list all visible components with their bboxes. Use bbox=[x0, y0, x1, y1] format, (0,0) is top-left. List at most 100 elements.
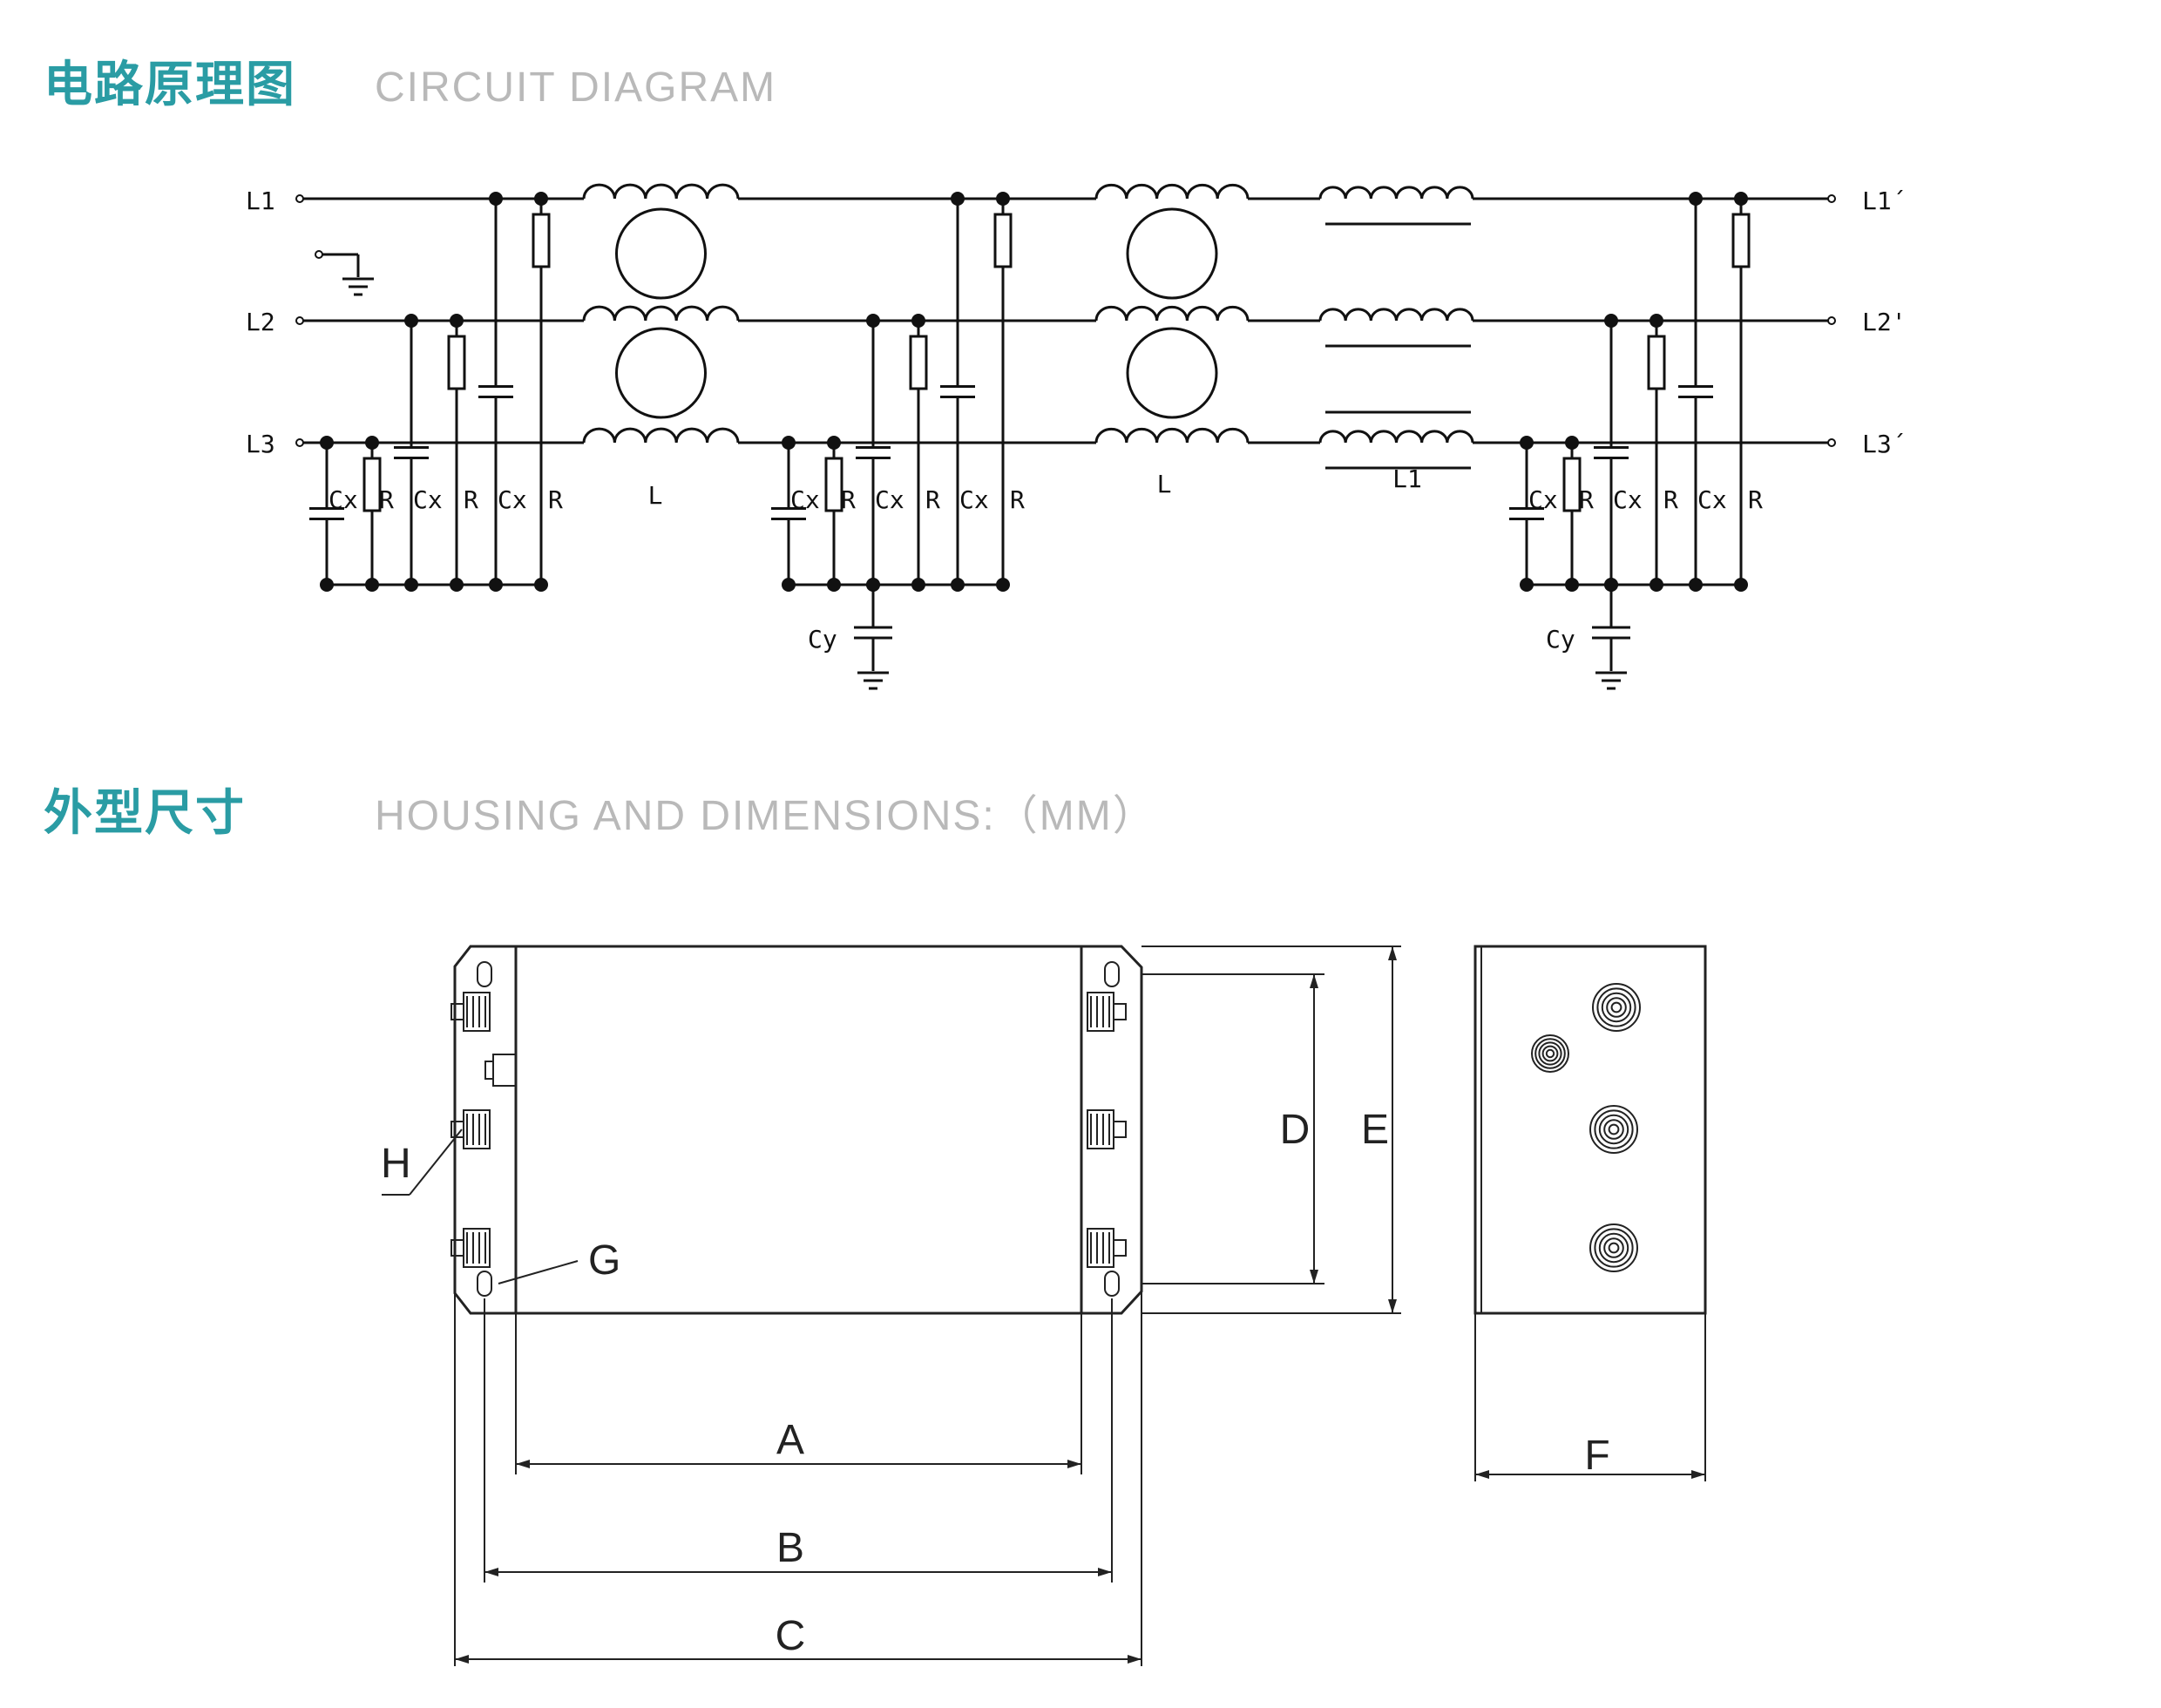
r-label: R bbox=[548, 485, 563, 514]
cx-label: Cx bbox=[329, 485, 358, 514]
dim-label-e: E bbox=[1361, 1107, 1389, 1153]
dm-inductor-winding bbox=[1318, 308, 1474, 322]
terminal-knob bbox=[1601, 992, 1632, 1023]
output-label-l1: L1´ bbox=[1862, 186, 1907, 215]
dim-arrow bbox=[1310, 974, 1318, 988]
r-label: R bbox=[1663, 485, 1678, 514]
dim-arrow bbox=[1128, 1655, 1141, 1664]
dim-arrow bbox=[1388, 946, 1397, 960]
terminal-knob bbox=[1608, 1242, 1620, 1254]
cy-label: Cy bbox=[1546, 625, 1575, 654]
circuit-heading-en: CIRCUIT DIAGRAM bbox=[375, 64, 777, 111]
terminal-node bbox=[1827, 438, 1836, 447]
dim-label-d: D bbox=[1280, 1107, 1311, 1153]
resistor bbox=[824, 457, 843, 512]
choke-core-ring bbox=[615, 327, 707, 419]
r-label: R bbox=[379, 485, 394, 514]
terminal-knob bbox=[1594, 1109, 1634, 1149]
terminal-knob bbox=[1545, 1048, 1555, 1059]
dim-label-a: A bbox=[776, 1417, 804, 1463]
choke-winding bbox=[1094, 427, 1250, 444]
choke-winding bbox=[1094, 305, 1250, 322]
terminal-knob bbox=[1603, 1119, 1624, 1140]
terminal-stud bbox=[450, 1121, 464, 1138]
terminal-node bbox=[315, 250, 323, 259]
dim-arrow bbox=[516, 1460, 530, 1468]
mounting-slot bbox=[1104, 1271, 1120, 1297]
r-label: R bbox=[464, 485, 478, 514]
dim-label-b: B bbox=[776, 1525, 804, 1571]
terminal-stud bbox=[450, 1003, 464, 1020]
mounting-slot bbox=[477, 1271, 492, 1297]
filter-housing-outline bbox=[453, 945, 1143, 1315]
choke-winding bbox=[582, 305, 740, 322]
dim-label-f: F bbox=[1584, 1433, 1609, 1479]
dim-arrow bbox=[1475, 1470, 1489, 1479]
dim-label-h: H bbox=[381, 1141, 411, 1187]
terminal-stud bbox=[1113, 1239, 1127, 1257]
choke-core-ring bbox=[615, 207, 707, 300]
terminal-knob bbox=[1598, 1114, 1629, 1145]
resistor bbox=[1647, 335, 1666, 390]
terminal-node bbox=[295, 194, 304, 203]
terminal-knob bbox=[1608, 1123, 1620, 1135]
terminal-knob bbox=[1594, 1228, 1634, 1268]
terminal-stud bbox=[450, 1239, 464, 1257]
dim-arrow bbox=[1310, 1270, 1318, 1284]
resistor bbox=[909, 335, 928, 390]
dim-label-g: G bbox=[588, 1237, 620, 1284]
dim-arrow bbox=[455, 1655, 469, 1664]
housing-heading: 外型尺寸 HOUSING AND DIMENSIONS:（MM） bbox=[44, 774, 1156, 844]
terminal-knob bbox=[1531, 1034, 1569, 1073]
cx-label: Cx bbox=[1528, 485, 1558, 514]
resistor bbox=[1562, 457, 1582, 512]
terminal-knob bbox=[1598, 1232, 1629, 1264]
dim-arrow bbox=[1691, 1470, 1705, 1479]
cx-label: Cx bbox=[875, 485, 904, 514]
cx-label: Cx bbox=[413, 485, 443, 514]
terminal-knob bbox=[1534, 1038, 1566, 1069]
terminal-knob bbox=[1538, 1041, 1562, 1066]
cy-label: Cy bbox=[808, 625, 837, 654]
dim-arrow bbox=[484, 1568, 498, 1576]
mounting-slot bbox=[1104, 961, 1120, 987]
r-label: R bbox=[841, 485, 856, 514]
dm-inductor-winding bbox=[1318, 186, 1474, 200]
dm-inductor-winding bbox=[1318, 430, 1474, 444]
terminal-knob bbox=[1541, 1045, 1559, 1062]
terminal-knob bbox=[1592, 983, 1641, 1032]
inductor-label-3: L1 bbox=[1392, 464, 1422, 493]
r-label: R bbox=[1010, 485, 1025, 514]
resistor bbox=[993, 213, 1013, 268]
input-label-l2: L2 bbox=[246, 308, 275, 336]
cx-label: Cx bbox=[498, 485, 527, 514]
output-label-l2: L2' bbox=[1862, 308, 1907, 336]
resistor bbox=[447, 335, 466, 390]
terminal-node bbox=[1827, 194, 1836, 203]
input-label-l3: L3 bbox=[246, 430, 275, 458]
choke-winding bbox=[1094, 183, 1250, 200]
ground-stud bbox=[492, 1054, 517, 1087]
r-label: R bbox=[1579, 485, 1594, 514]
choke-winding bbox=[582, 427, 740, 444]
housing-heading-cn: 外型尺寸 bbox=[44, 785, 246, 842]
terminal-stud bbox=[1113, 1003, 1127, 1020]
ground-stud bbox=[484, 1061, 494, 1080]
terminal-knob bbox=[1606, 997, 1627, 1018]
resistor bbox=[1731, 213, 1751, 268]
cx-label: Cx bbox=[1613, 485, 1643, 514]
output-label-l3: L3´ bbox=[1862, 430, 1907, 458]
resistor bbox=[362, 457, 382, 512]
terminal-knob bbox=[1596, 987, 1636, 1027]
dim-arrow bbox=[1388, 1299, 1397, 1313]
choke-winding bbox=[582, 183, 740, 200]
cx-label: Cx bbox=[959, 485, 989, 514]
leader-h bbox=[409, 1128, 463, 1196]
cx-label: Cx bbox=[790, 485, 820, 514]
r-label: R bbox=[925, 485, 940, 514]
terminal-knob bbox=[1589, 1105, 1638, 1154]
dim-arrow bbox=[1098, 1568, 1112, 1576]
circuit-heading: 电路原理图 CIRCUIT DIAGRAM bbox=[44, 45, 776, 116]
mounting-slot bbox=[477, 961, 492, 987]
